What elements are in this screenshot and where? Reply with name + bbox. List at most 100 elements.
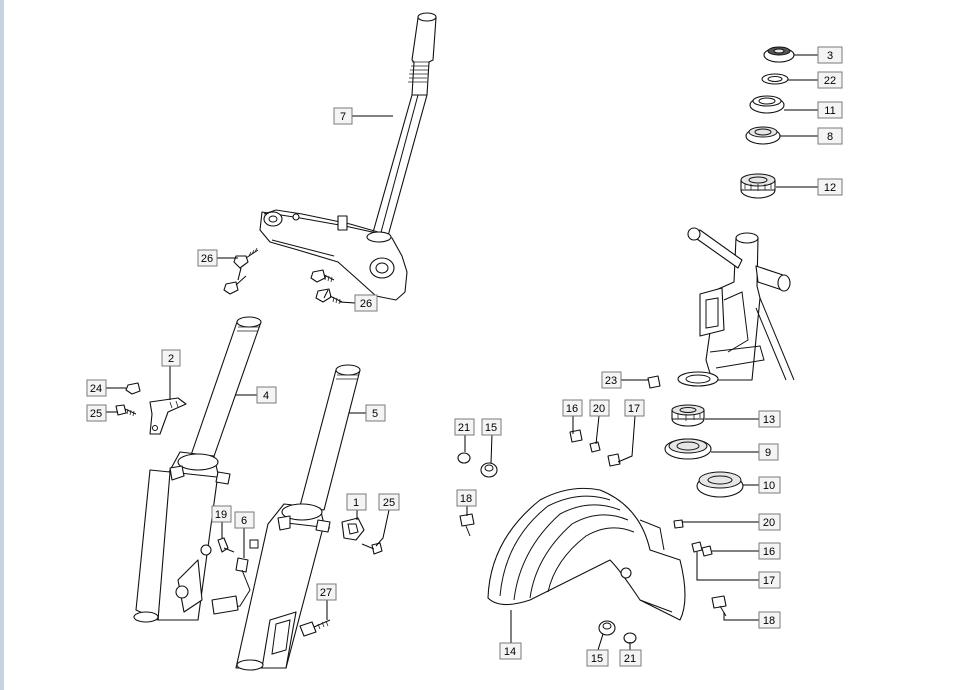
callout-10[interactable]: 10 <box>758 476 781 494</box>
callout-21-top[interactable]: 21 <box>454 418 475 436</box>
callout-7[interactable]: 7 <box>333 107 353 125</box>
callout-18-left[interactable]: 18 <box>456 489 477 507</box>
fork-leg-part-4[interactable] <box>133 316 262 623</box>
dust-seal-part-10[interactable] <box>696 471 744 498</box>
callout-5[interactable]: 5 <box>365 404 386 422</box>
bearing-part-3[interactable] <box>763 46 795 63</box>
callout-25-right[interactable]: 25 <box>378 493 400 511</box>
callout-23-label: 23 <box>605 375 617 387</box>
callout-4-label: 4 <box>263 390 269 402</box>
callout-22-label: 22 <box>824 75 836 87</box>
callout-8[interactable]: 8 <box>817 127 843 145</box>
callout-16-right[interactable]: 16 <box>758 542 781 560</box>
callout-6[interactable]: 6 <box>234 511 255 529</box>
bracket-part-23[interactable] <box>647 375 661 389</box>
bearing-cup-part-9[interactable] <box>664 438 712 460</box>
steering-stem-part[interactable] <box>259 12 437 301</box>
bolt-part-27[interactable] <box>299 619 331 637</box>
bolt-part-26-left[interactable] <box>223 247 259 295</box>
bearing-race-part-11[interactable] <box>749 95 785 114</box>
callout-23[interactable]: 23 <box>601 371 622 389</box>
callout-26-right-label: 26 <box>360 298 372 310</box>
screw-part-24[interactable] <box>125 382 141 395</box>
bearing-part-12[interactable] <box>740 173 776 199</box>
callout-3-label: 3 <box>827 50 833 62</box>
leader-lines <box>106 54 818 651</box>
callout-16-right-label: 16 <box>763 546 775 558</box>
callout-11-label: 11 <box>824 105 835 117</box>
callout-18-left-label: 18 <box>460 493 472 505</box>
grommet-part-15-top[interactable] <box>480 462 498 478</box>
clip-part-17-right[interactable] <box>691 541 703 553</box>
bolt-part-25-right[interactable] <box>361 542 383 555</box>
callout-15-bottom-label: 15 <box>591 653 603 665</box>
callout-3[interactable]: 3 <box>817 46 843 64</box>
callout-12[interactable]: 12 <box>817 178 843 196</box>
bolt-part-18-left[interactable] <box>459 513 475 537</box>
bracket-part-2[interactable] <box>149 397 187 435</box>
callout-17-top[interactable]: 17 <box>624 399 645 417</box>
bearing-cup-part-8[interactable] <box>745 126 781 145</box>
callout-12-label: 12 <box>824 182 836 194</box>
washer-part-22[interactable] <box>761 73 789 85</box>
callout-1-label: 1 <box>353 497 359 509</box>
callout-20-top[interactable]: 20 <box>589 399 610 417</box>
callout-9[interactable]: 9 <box>758 443 779 461</box>
clip-part-16-top[interactable] <box>569 429 583 443</box>
callout-14-label: 14 <box>504 646 516 658</box>
callout-25-left-label: 25 <box>90 408 102 420</box>
callout-22[interactable]: 22 <box>817 71 843 89</box>
frame-head-tube <box>677 227 795 387</box>
callout-15-bottom[interactable]: 15 <box>586 649 609 667</box>
fork-leg-part-5[interactable] <box>235 364 361 671</box>
bolt-part-18-right[interactable] <box>711 595 727 617</box>
callout-21-bottom[interactable]: 21 <box>619 649 642 667</box>
callout-26-right[interactable]: 26 <box>354 294 378 312</box>
callout-2[interactable]: 2 <box>161 349 181 367</box>
callout-13-label: 13 <box>763 414 775 426</box>
callout-13[interactable]: 13 <box>758 410 781 428</box>
callout-24-label: 24 <box>90 383 102 395</box>
callout-6-label: 6 <box>241 515 247 527</box>
nut-part-16-right[interactable] <box>701 545 713 557</box>
callout-1[interactable]: 1 <box>346 493 367 511</box>
callout-14[interactable]: 14 <box>499 642 522 660</box>
spacer-part-21-top[interactable] <box>457 452 471 464</box>
bolt-part-25-left[interactable] <box>115 404 137 417</box>
callout-15-top-label: 15 <box>485 422 497 434</box>
callout-4[interactable]: 4 <box>256 386 277 404</box>
callout-19[interactable]: 19 <box>211 505 232 523</box>
nut-part-20-top[interactable] <box>589 441 601 453</box>
callout-20-right[interactable]: 20 <box>758 513 781 531</box>
callout-27-label: 27 <box>320 587 332 599</box>
bolt-part-26-right[interactable] <box>310 269 343 305</box>
callout-19-label: 19 <box>215 509 227 521</box>
callout-17-right-label: 17 <box>763 575 775 587</box>
clip-part-17-top[interactable] <box>607 453 621 467</box>
callout-25-left[interactable]: 25 <box>86 404 107 422</box>
speed-sensor-part-6[interactable] <box>211 539 259 615</box>
callout-17-top-label: 17 <box>628 403 640 415</box>
callout-8-label: 8 <box>827 131 833 143</box>
spacer-part-21-bottom[interactable] <box>623 632 637 644</box>
nut-part-20-right[interactable] <box>673 519 684 529</box>
callout-15-top[interactable]: 15 <box>481 418 502 436</box>
callout-16-top[interactable]: 16 <box>562 399 583 417</box>
front-mudguard-part-14[interactable] <box>487 487 686 621</box>
callout-5-label: 5 <box>372 408 378 420</box>
callout-26-left[interactable]: 26 <box>197 249 218 267</box>
clamp-part-1[interactable] <box>341 517 365 541</box>
callout-27[interactable]: 27 <box>316 583 337 601</box>
grommet-part-15-bottom[interactable] <box>598 620 616 636</box>
callout-26-left-label: 26 <box>201 253 213 265</box>
callout-18-right[interactable]: 18 <box>758 611 781 629</box>
callout-10-label: 10 <box>763 480 775 492</box>
callout-21-top-label: 21 <box>458 422 470 434</box>
callout-7-label: 7 <box>340 111 346 123</box>
callout-24[interactable]: 24 <box>86 379 107 397</box>
callout-17-right[interactable]: 17 <box>758 571 781 589</box>
callout-11[interactable]: 11 <box>817 101 843 119</box>
screw-part-19[interactable] <box>217 537 235 553</box>
bearing-part-13[interactable] <box>671 404 705 427</box>
